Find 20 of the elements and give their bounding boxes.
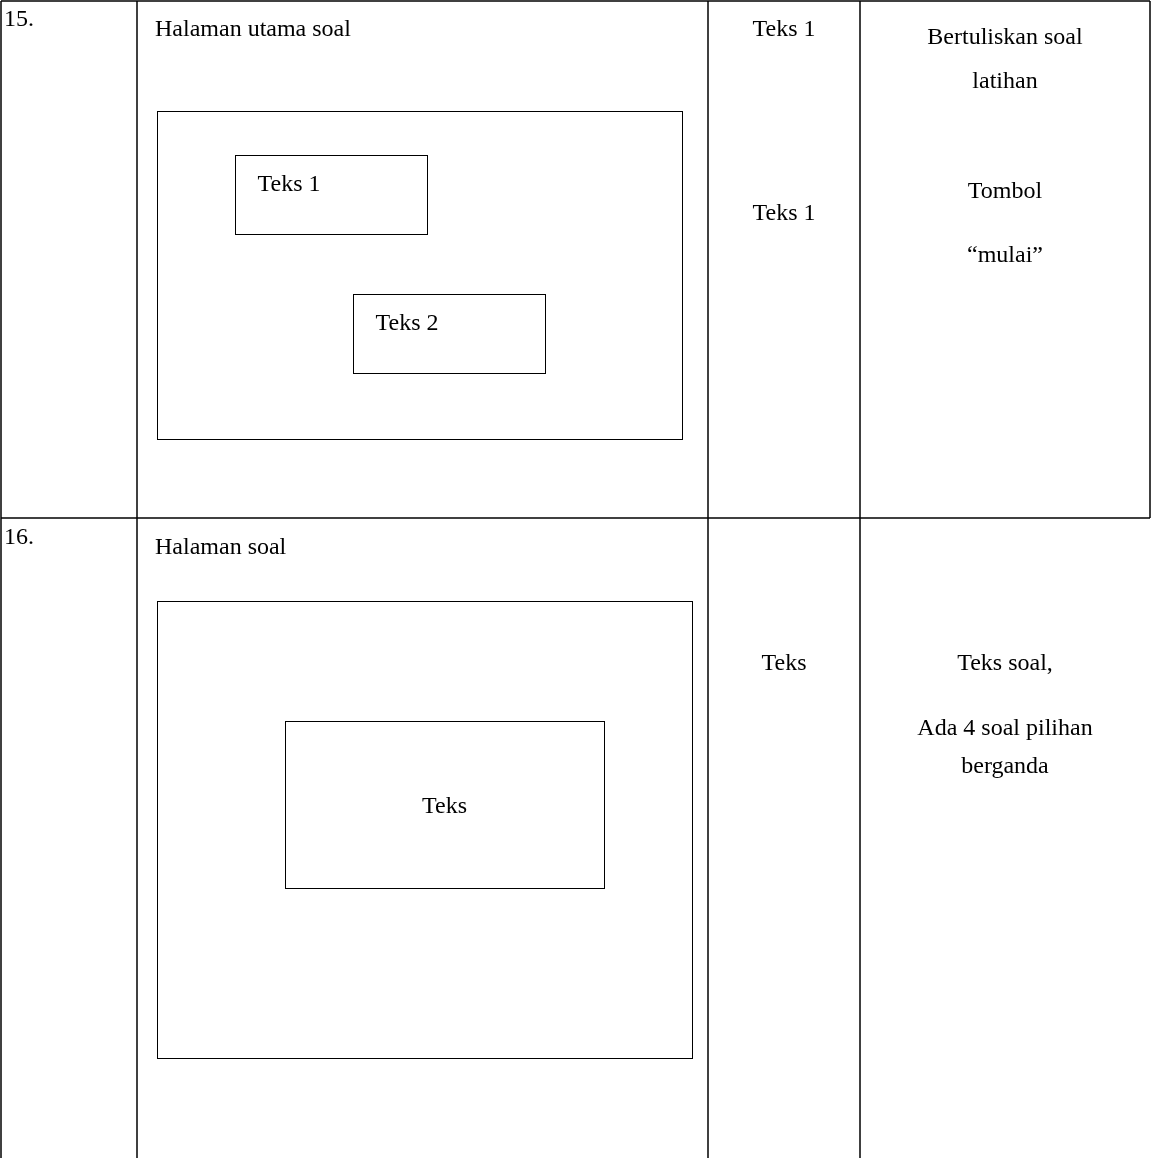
- description-text: Bertuliskan soal latihan: [926, 22, 1084, 95]
- description-text: Ada 4 soal pilihan berganda: [916, 713, 1094, 780]
- row-number: 16.: [4, 522, 35, 550]
- description-text: Tombol: [966, 176, 1044, 204]
- screen-frame: [157, 601, 693, 1059]
- box-text: Teks 2: [375, 308, 439, 336]
- text-box: [284, 720, 605, 889]
- text-box: [234, 154, 428, 235]
- component-text: Teks 1: [751, 14, 817, 42]
- component-text: Teks 1: [751, 198, 817, 226]
- box-text: Teks: [422, 791, 467, 818]
- description-text: “mulai”: [966, 240, 1044, 268]
- screen-frame: [157, 111, 683, 440]
- box-text: Teks 1: [257, 169, 321, 197]
- text-box: [352, 293, 546, 374]
- screen-title: Halaman utama soal: [155, 14, 352, 42]
- screen-title: Halaman soal: [155, 532, 288, 560]
- component-text: Teks: [760, 648, 808, 676]
- description-text: Teks soal,: [956, 648, 1054, 676]
- row-number: 15.: [4, 4, 35, 32]
